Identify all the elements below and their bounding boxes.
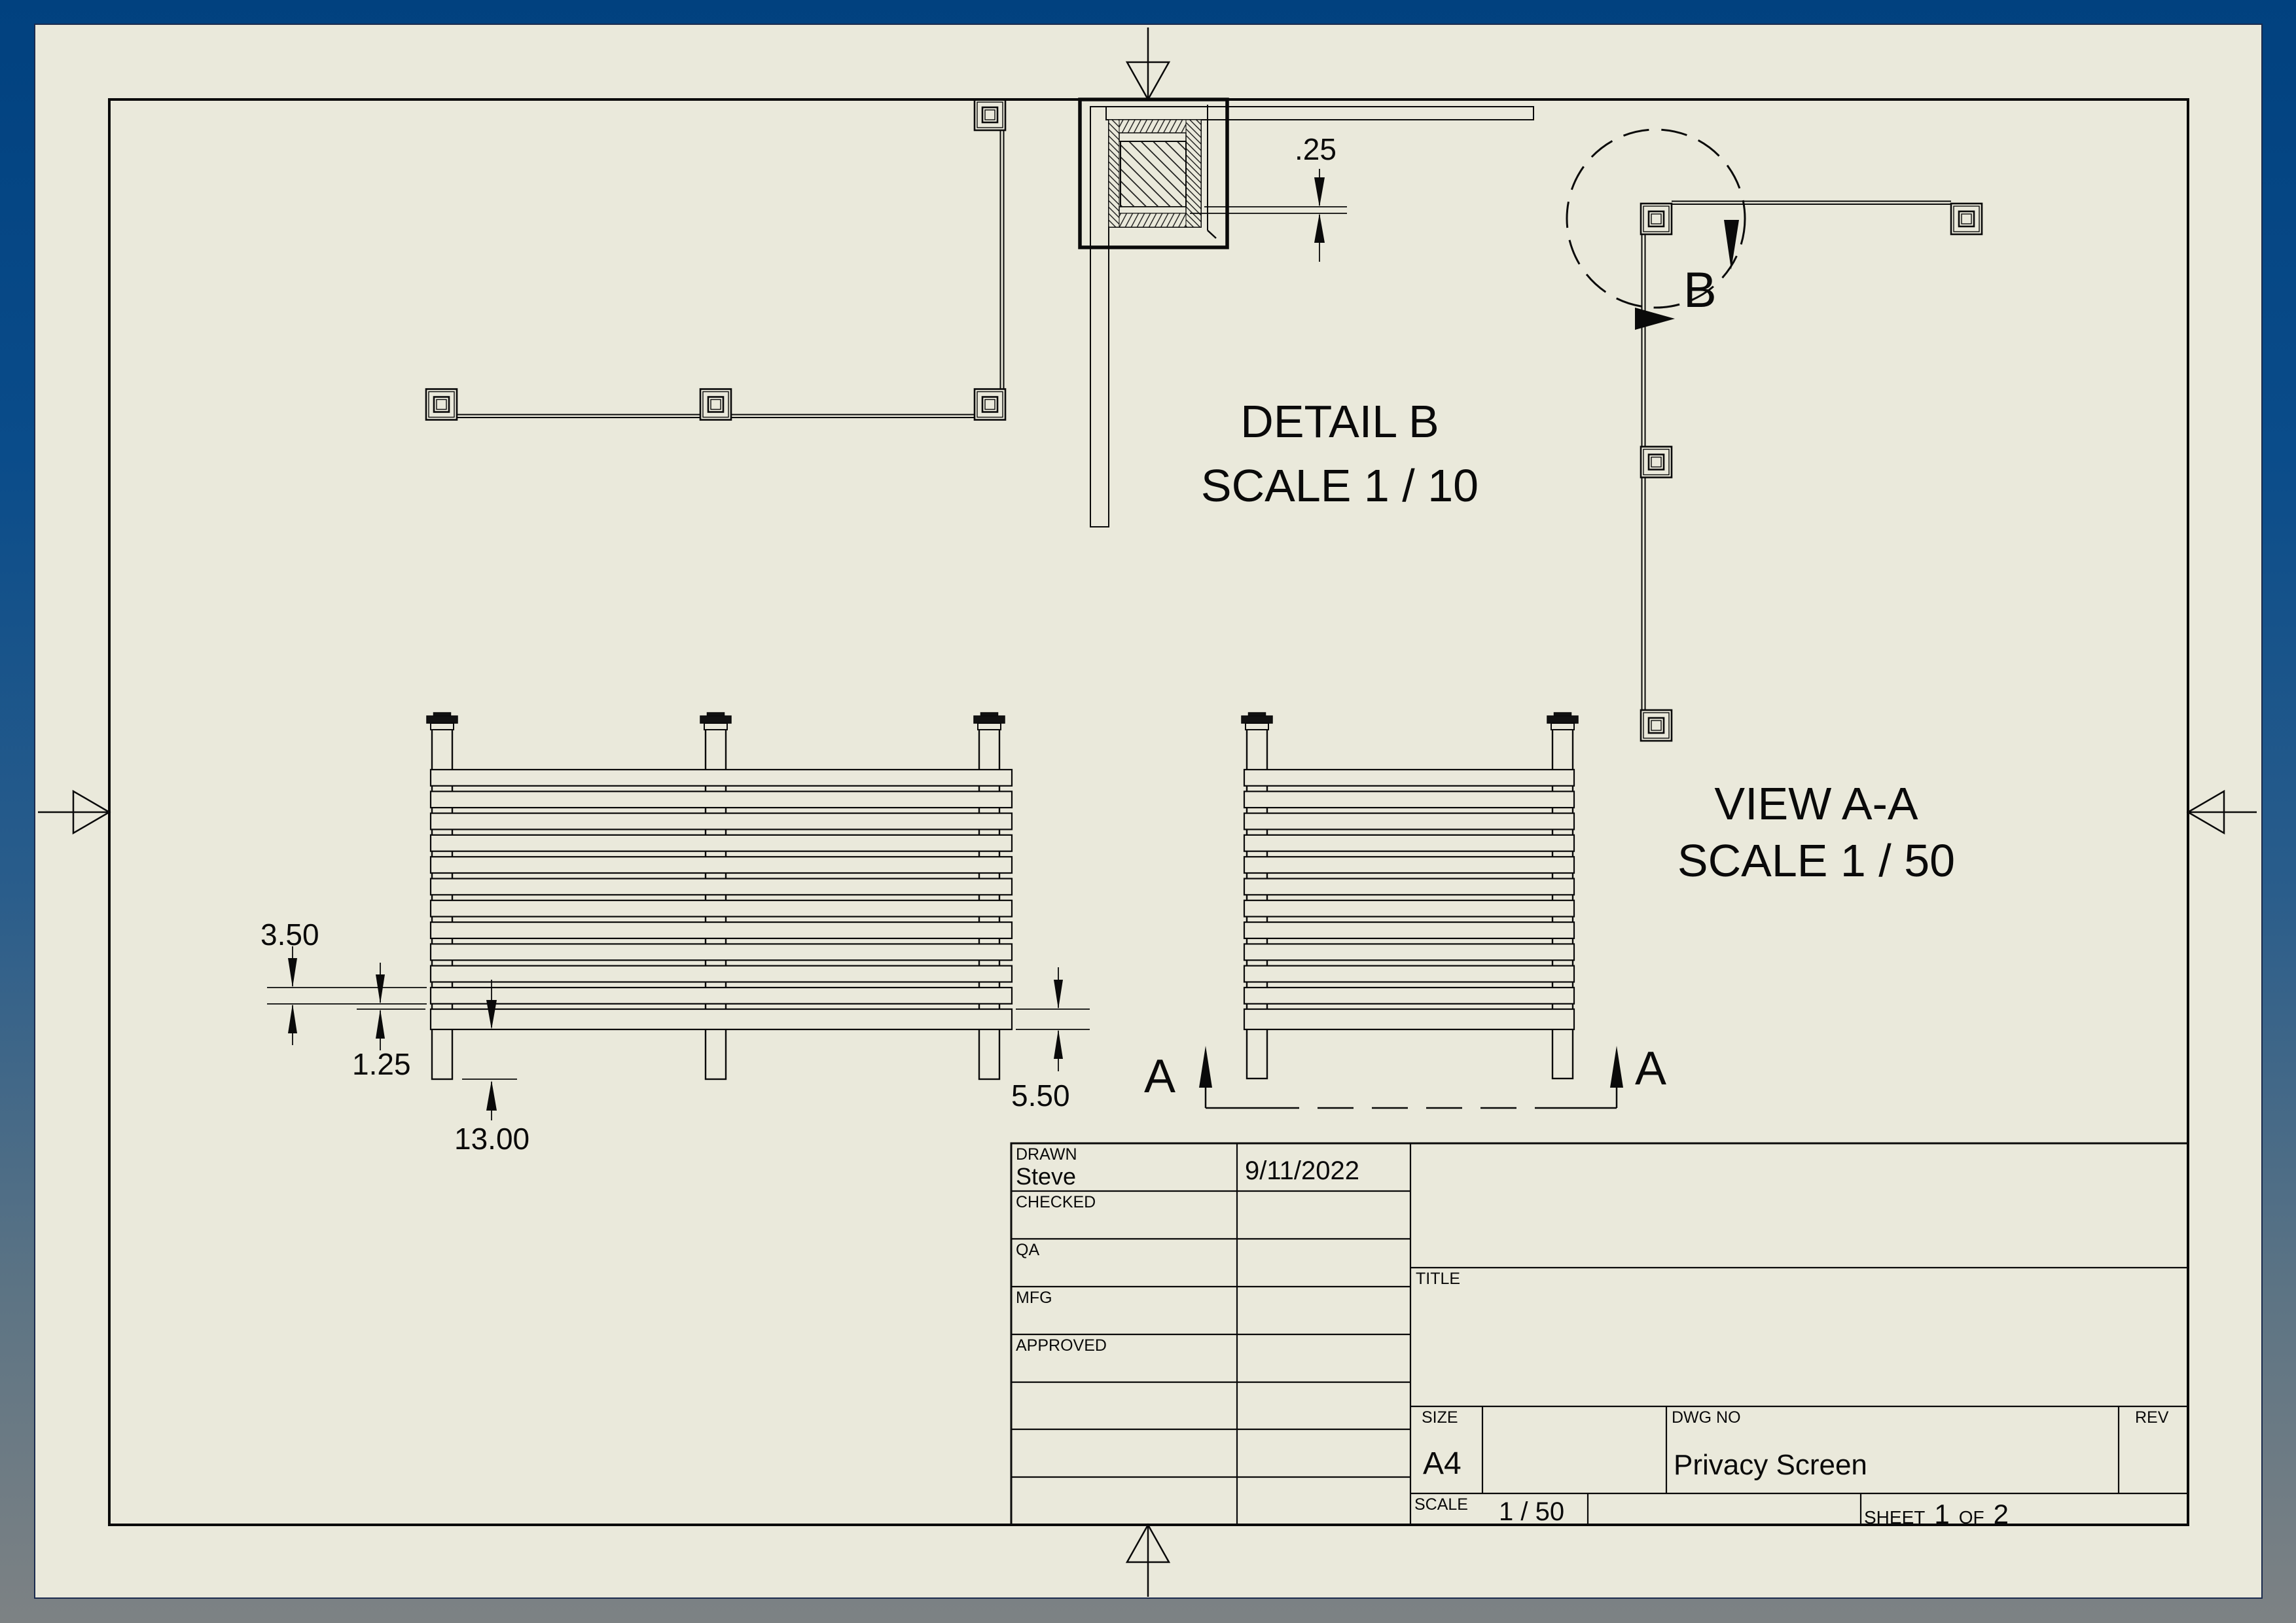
drawing-paper [34,24,2263,1599]
plan-view-left [425,98,1007,421]
detail-post-section [1108,119,1202,228]
dimension-1300 [462,980,517,1120]
tb-mfg-label: MFG [1016,1289,1052,1307]
post-cap [1241,712,1273,730]
dimension-350 [267,946,427,1045]
plan-post [699,388,732,421]
frame-center-marks [38,27,2257,1597]
fence-boards [429,768,1013,1031]
center-mark-top-icon [1125,27,1171,101]
tb-sheet-of: OF [1958,1507,1984,1527]
tb-drawn-date: 9/11/2022 [1245,1156,1359,1185]
dim-text-125: 1.25 [352,1047,411,1081]
plan-post [1640,446,1673,478]
tb-dwgno-value: Privacy Screen [1674,1449,1867,1481]
section-arrow-icon [1199,1046,1212,1088]
tb-sheet-number: 1 [1934,1499,1950,1529]
post-cap [1547,712,1579,730]
detail-b-view [1078,98,1534,527]
post-cap [426,712,458,730]
kickboard [429,1008,1013,1031]
detail-b-boundary-circle [1566,128,1746,330]
front-view-fence [426,712,1013,1080]
dimension-025 [1190,169,1347,262]
plan-post [425,388,458,421]
plan-post [973,388,1007,421]
dim-text-1300: 13.00 [454,1122,530,1156]
tb-size-label: SIZE [1422,1408,1458,1427]
section-line-a-a [1199,1046,1623,1109]
view-aa-title: VIEW A-A [1714,778,1918,829]
detail-vertical-board [1090,106,1109,527]
center-mark-bottom-icon [1125,1523,1171,1597]
plan-view-right [1566,128,1983,742]
dimension-550 [1016,967,1090,1071]
tb-sheet-label: SHEET [1864,1507,1926,1527]
tb-dwgno-label: DWG NO [1672,1408,1741,1427]
dimension-125 [357,963,425,1050]
tb-scale-value: 1 / 50 [1499,1497,1565,1526]
detail-marker-b: B [1683,262,1717,318]
detail-b-scale: SCALE 1 / 10 [1200,460,1479,511]
tb-checked-label: CHECKED [1016,1193,1096,1211]
tb-sheet-total: 2 [1993,1499,2009,1529]
plan-post [1950,202,1983,236]
front-view-dimensions [267,946,1090,1120]
kickboard [1243,1008,1575,1031]
tb-scale-label: SCALE [1414,1495,1468,1514]
center-mark-right-icon [2186,789,2257,835]
detail-boundary-arrow-icon [1635,308,1675,330]
plan-post [1640,709,1673,742]
tb-drawn-label: DRAWN [1016,1145,1077,1164]
post-cap [973,712,1005,730]
detail-b-border [1078,98,1229,249]
side-view-fence [1241,712,1579,1080]
detail-boundary-arrow-icon [1724,220,1739,270]
post-cap [700,712,732,730]
tb-title-label: TITLE [1416,1270,1461,1288]
plan-post [1640,202,1673,236]
tb-qa-label: QA [1016,1241,1040,1259]
tb-sheet-cell: SHEET 1 OF 2 [1864,1499,2018,1529]
tb-approved-label: APPROVED [1016,1336,1107,1355]
view-aa-scale: SCALE 1 / 50 [1677,835,1956,886]
tb-size-value: A4 [1423,1446,1462,1481]
plan-post [973,98,1007,132]
dim-text-550: 5.50 [1011,1079,1070,1113]
center-mark-left-icon [38,789,111,835]
fence-boards [1243,768,1575,1031]
detail-long-board [1105,106,1534,120]
detail-b-title: DETAIL B [1240,396,1439,447]
tb-drawn-name: Steve [1016,1163,1077,1190]
title-block-grid [1010,1142,2189,1526]
dim-text-025: .25 [1295,132,1336,166]
dim-text-350: 3.50 [260,918,319,952]
section-marker-a-right: A [1635,1043,1667,1095]
section-marker-a-left: A [1144,1050,1176,1103]
tb-rev-label: REV [2135,1408,2169,1427]
section-arrow-icon [1610,1046,1623,1088]
